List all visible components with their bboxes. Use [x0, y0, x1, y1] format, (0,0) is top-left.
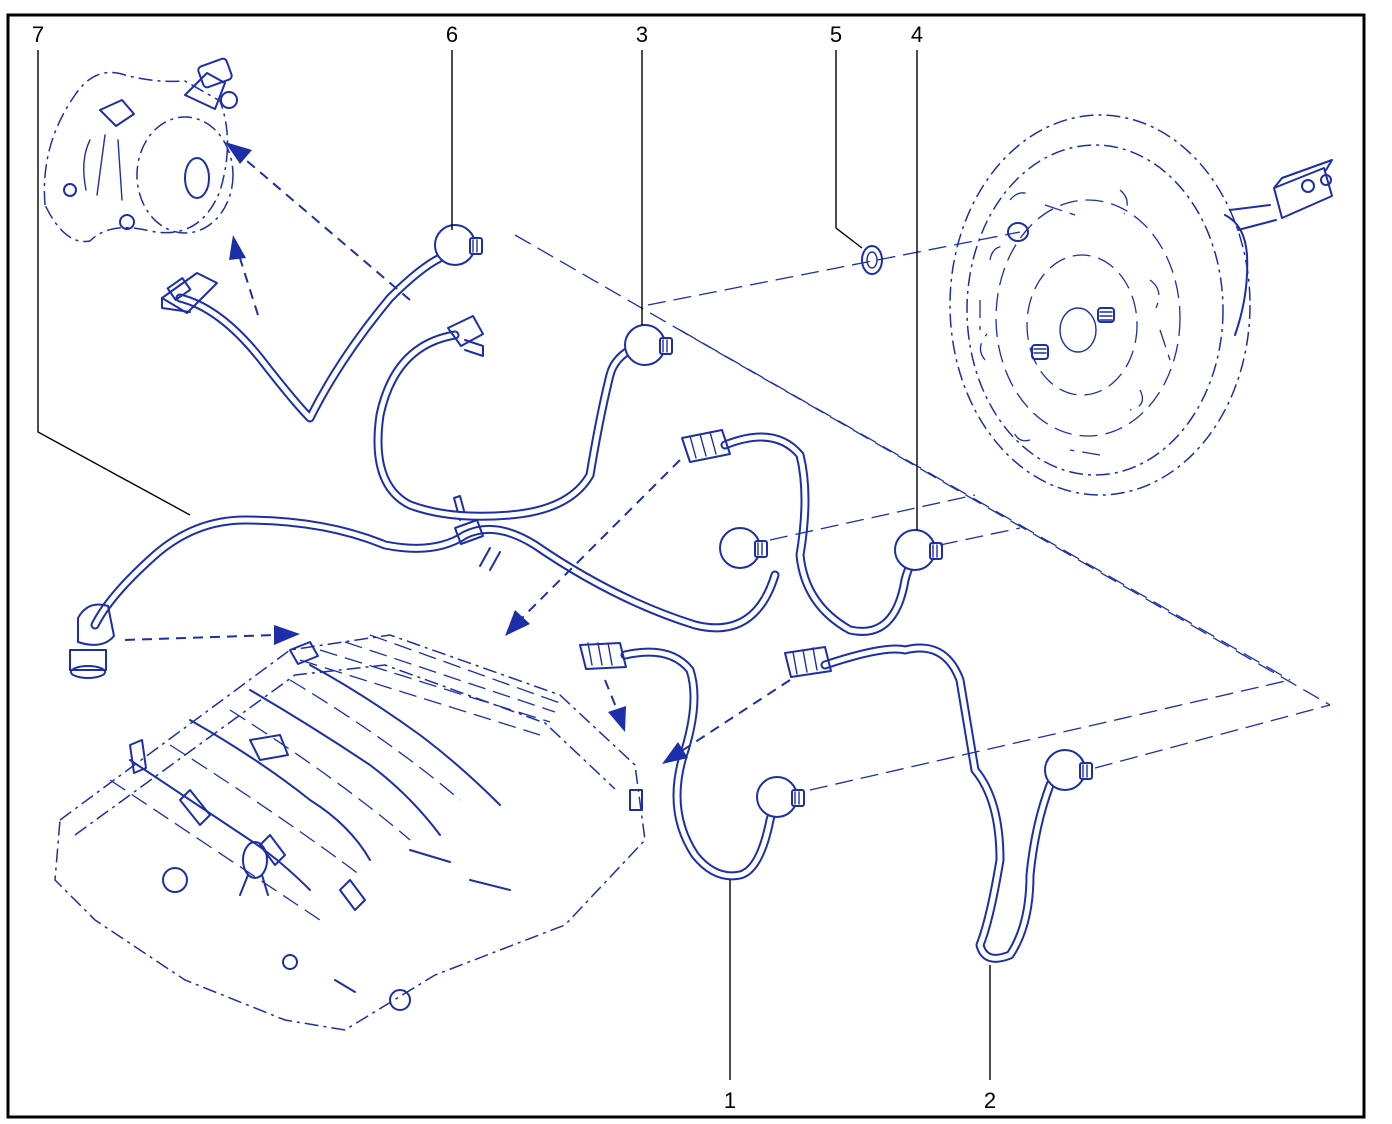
callout-5: 5	[830, 22, 842, 47]
callout-2: 2	[984, 1088, 996, 1113]
hose-2	[784, 643, 1070, 963]
hose-4	[681, 429, 925, 636]
intake-manifold	[54, 634, 646, 1031]
hose-7	[69, 495, 780, 679]
check-valve-2	[1044, 749, 1093, 791]
callout-1: 1	[724, 1088, 736, 1113]
check-valve-3	[624, 324, 673, 366]
brake-booster	[949, 114, 1333, 496]
callout-4: 4	[911, 22, 923, 47]
vacuum-pump	[43, 57, 238, 243]
hose-1	[579, 642, 790, 881]
diagram-frame	[6, 13, 1366, 1119]
hose-3	[373, 315, 645, 521]
o-ring-5	[861, 245, 883, 275]
assembly-arrows	[124, 142, 791, 764]
check-valve-7-end	[719, 527, 768, 569]
callout-6: 6	[446, 22, 458, 47]
callout-7: 7	[32, 22, 44, 47]
callout-leaders	[37, 50, 991, 1080]
check-valve-1	[756, 776, 805, 818]
check-valve-6	[434, 224, 483, 266]
check-valve-4	[894, 529, 943, 571]
alignment-lines	[514, 231, 1331, 791]
hose-6	[161, 253, 445, 423]
callout-3: 3	[636, 22, 648, 47]
